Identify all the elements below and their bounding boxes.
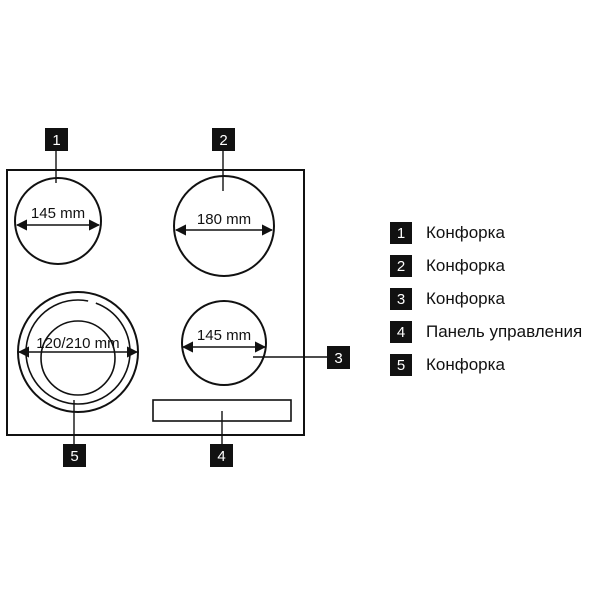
legend-number-badge: 4 xyxy=(390,321,412,343)
legend-label: Конфорка xyxy=(426,256,505,275)
zone-1-size-label: 145 mm xyxy=(31,205,85,222)
legend-item-3: 3 Конфорка xyxy=(390,288,582,310)
callout-badge-4: 4 xyxy=(210,444,233,467)
legend-item-4: 4 Панель управления xyxy=(390,321,582,343)
legend-number-badge: 1 xyxy=(390,222,412,244)
cooking-zone-5: 120/210 mm xyxy=(17,291,139,413)
legend-number-badge: 3 xyxy=(390,288,412,310)
legend-label: Конфорка xyxy=(426,223,505,242)
callout-badge-2: 2 xyxy=(212,128,235,151)
zone-5-size-label: 120/210 mm xyxy=(36,335,119,352)
legend-item-5: 5 Конфорка xyxy=(390,354,582,376)
zone-2-size-label: 180 mm xyxy=(197,211,251,228)
cooking-zone-2: 180 mm xyxy=(173,175,275,277)
callout-badge-3: 3 xyxy=(327,346,350,369)
legend-item-1: 1 Конфорка xyxy=(390,222,582,244)
callout-badge-5: 5 xyxy=(63,444,86,467)
legend-item-2: 2 Конфорка xyxy=(390,255,582,277)
callout-badge-1: 1 xyxy=(45,128,68,151)
legend-label: Конфорка xyxy=(426,355,505,374)
svg-text:2: 2 xyxy=(219,132,227,149)
hob-outline xyxy=(6,169,305,436)
cooking-zone-1: 145 mm xyxy=(14,177,102,265)
zone-3-size-label: 145 mm xyxy=(197,327,251,344)
svg-text:4: 4 xyxy=(217,448,225,465)
legend: 1 Конфорка 2 Конфорка 3 Конфорка 4 Панел… xyxy=(390,222,582,387)
svg-text:5: 5 xyxy=(70,448,78,465)
cooking-zone-3: 145 mm xyxy=(181,300,267,386)
legend-label: Конфорка xyxy=(426,289,505,308)
legend-number-badge: 2 xyxy=(390,255,412,277)
legend-label: Панель управления xyxy=(426,322,583,341)
svg-text:3: 3 xyxy=(334,350,342,367)
legend-number-badge: 5 xyxy=(390,354,412,376)
svg-text:1: 1 xyxy=(52,132,60,149)
